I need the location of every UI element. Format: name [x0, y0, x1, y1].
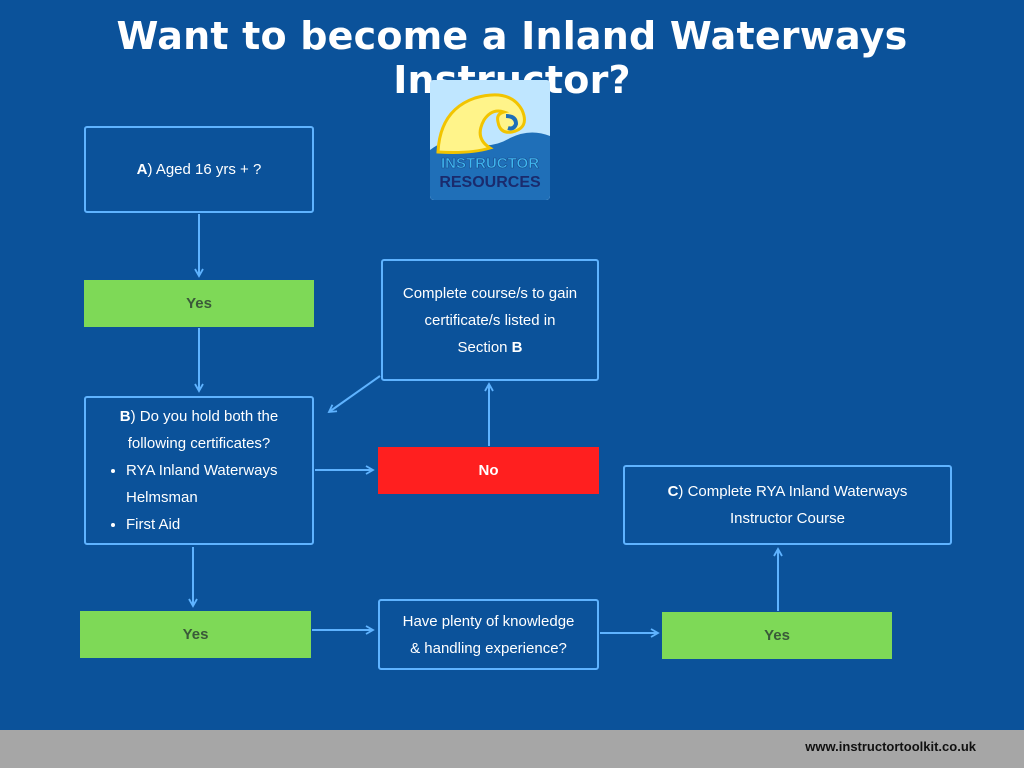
step-b-certificates-box: B) Do you hold both the following certif…	[84, 396, 314, 545]
knowledge-line2: & handling experience?	[410, 639, 567, 657]
certificate-list: RYA Inland Waterways Helmsman First Aid	[86, 457, 312, 538]
complete-section-letter: B	[511, 338, 523, 356]
yes-pill-experience: Yes	[662, 612, 892, 659]
step-a-letter: A	[136, 161, 148, 178]
certificate-item: RYA Inland Waterways Helmsman	[126, 457, 312, 511]
step-a-text: ) Aged 16 yrs + ?	[147, 161, 262, 178]
logo-line2: RESOURCES	[439, 174, 541, 191]
no-pill: No	[378, 447, 599, 494]
complete-line1: Complete course/s to gain	[402, 284, 578, 302]
step-b-letter: B	[119, 408, 131, 425]
instructor-resources-logo: INSTRUCTOR RESOURCES	[430, 80, 550, 200]
complete-line2: certificate/s listed in	[424, 311, 556, 329]
footer-bar: www.instructortoolkit.co.uk	[0, 730, 1024, 768]
yes-pill-age: Yes	[84, 280, 314, 327]
complete-course-box: Complete course/s to gain certificate/s …	[381, 259, 599, 381]
step-a-age-box: A) Aged 16 yrs + ?	[84, 126, 314, 213]
logo-line1: INSTRUCTOR	[441, 155, 539, 172]
certificate-item: First Aid	[126, 511, 312, 538]
step-c-line2: Instructor Course	[729, 510, 846, 527]
yes-pill-certificates: Yes	[80, 611, 311, 658]
step-b-line1: ) Do you hold both the	[130, 408, 279, 425]
complete-line3: Section	[457, 338, 512, 356]
knowledge-line1: Have plenty of knowledge	[402, 612, 575, 630]
footer-url[interactable]: www.instructortoolkit.co.uk	[805, 739, 976, 754]
arrow-complete-to-b	[327, 375, 381, 414]
step-c-letter: C	[667, 483, 679, 500]
step-c-line1: ) Complete RYA Inland Waterways	[678, 483, 908, 500]
knowledge-experience-box: Have plenty of knowledge & handling expe…	[378, 599, 599, 670]
step-b-line2: following certificates?	[127, 435, 271, 452]
step-c-instructor-course-box: C) Complete RYA Inland Waterways Instruc…	[623, 465, 952, 545]
